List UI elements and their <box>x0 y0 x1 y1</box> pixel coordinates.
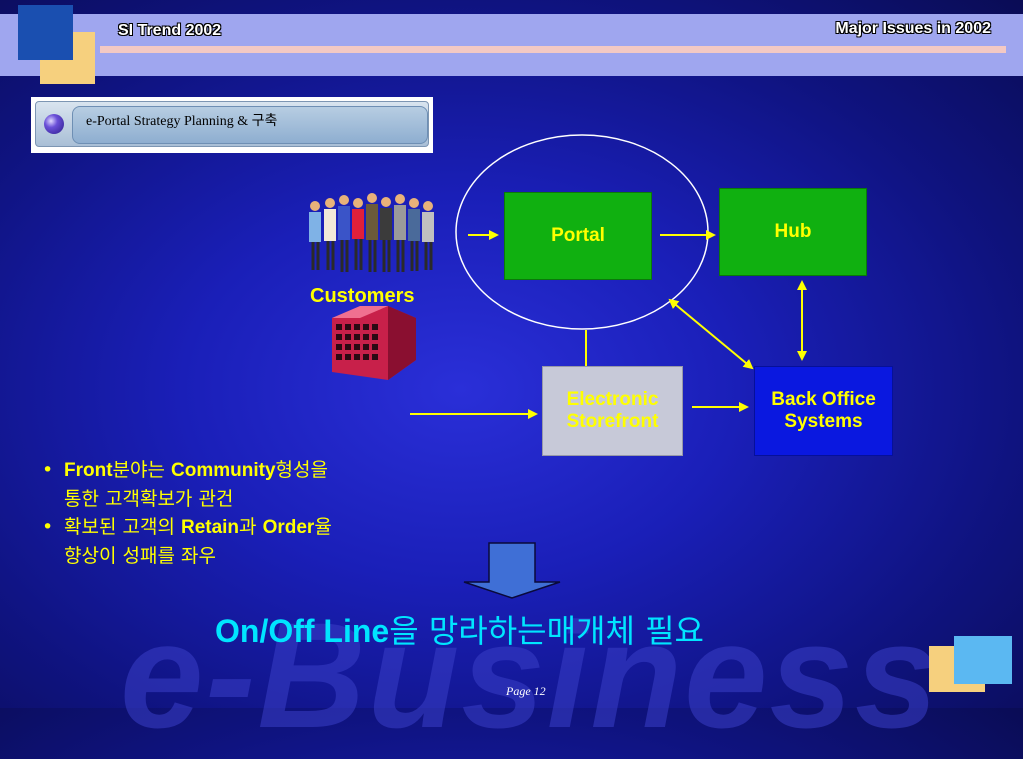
bullet-dot: • <box>42 516 54 538</box>
bullet-text: 분야는 <box>112 459 172 481</box>
down-arrow-icon <box>463 542 561 599</box>
portal-label: Portal <box>551 225 605 246</box>
backoffice-label: Back Office Systems <box>771 389 876 432</box>
bullet-text: 확보된 고객의 <box>64 516 181 538</box>
bullet-bold: Front <box>64 460 113 481</box>
bullet-text: 율 <box>314 516 332 538</box>
page-number: Page 12 <box>506 684 546 698</box>
header-divider <box>100 46 1006 53</box>
bullet-item: • Front분야는 Community형성을 통한 고객확보가 관건 <box>42 456 332 513</box>
bullet-item: • 확보된 고객의 Retain과 Order율 향상이 성패를 좌우 <box>42 513 332 570</box>
bullet-bold: Retain <box>180 517 240 538</box>
header-band <box>0 14 1023 76</box>
bullet-text: 과 <box>239 516 263 538</box>
diagram-canvas <box>309 193 807 599</box>
header-left-title: SI Trend 2002 <box>118 22 222 39</box>
corner-square-blue <box>18 5 73 60</box>
bullet-dot: • <box>42 459 54 481</box>
section-title-pill <box>72 106 428 144</box>
bullet-text: 형성을 <box>275 459 328 481</box>
arrow-portal-backoffice <box>668 298 754 370</box>
section-title-text: e-Portal Strategy Planning & 구축 <box>86 114 278 129</box>
hub-label: Hub <box>774 221 812 242</box>
storefront-box: Electronic Storefront <box>542 366 683 456</box>
bullet-bold: Community <box>171 460 276 481</box>
header-right-title: Major Issues in 2002 <box>835 20 991 37</box>
storefront-label: Electronic Storefront <box>566 389 659 432</box>
customers-label: Customers <box>310 285 415 307</box>
building-icon <box>332 306 416 380</box>
conclusion-text: On/Off Line을 망라하는매개체 필요 <box>215 606 704 652</box>
hub-box: Hub <box>719 188 867 276</box>
people-icon <box>309 193 434 272</box>
portal-box: Portal <box>504 192 652 280</box>
bullet-list: • Front분야는 Community형성을 통한 고객확보가 관건 • 확보… <box>42 456 332 570</box>
bullet-bold: Order <box>262 517 315 538</box>
bullet-line2: 향상이 성패를 좌우 <box>64 545 216 567</box>
corner-square-blue-bottom <box>954 636 1012 684</box>
conclusion-bold: On/Off Line <box>215 613 390 649</box>
bullet-line2: 통한 고객확보가 관건 <box>64 488 234 510</box>
section-title-frame: e-Portal Strategy Planning & 구축 <box>35 101 429 147</box>
section-title-box: e-Portal Strategy Planning & 구축 <box>31 97 433 153</box>
orb-icon <box>44 114 64 134</box>
conclusion-rest: 을 망라하는매개체 필요 <box>389 612 704 650</box>
backoffice-box: Back Office Systems <box>754 366 893 456</box>
